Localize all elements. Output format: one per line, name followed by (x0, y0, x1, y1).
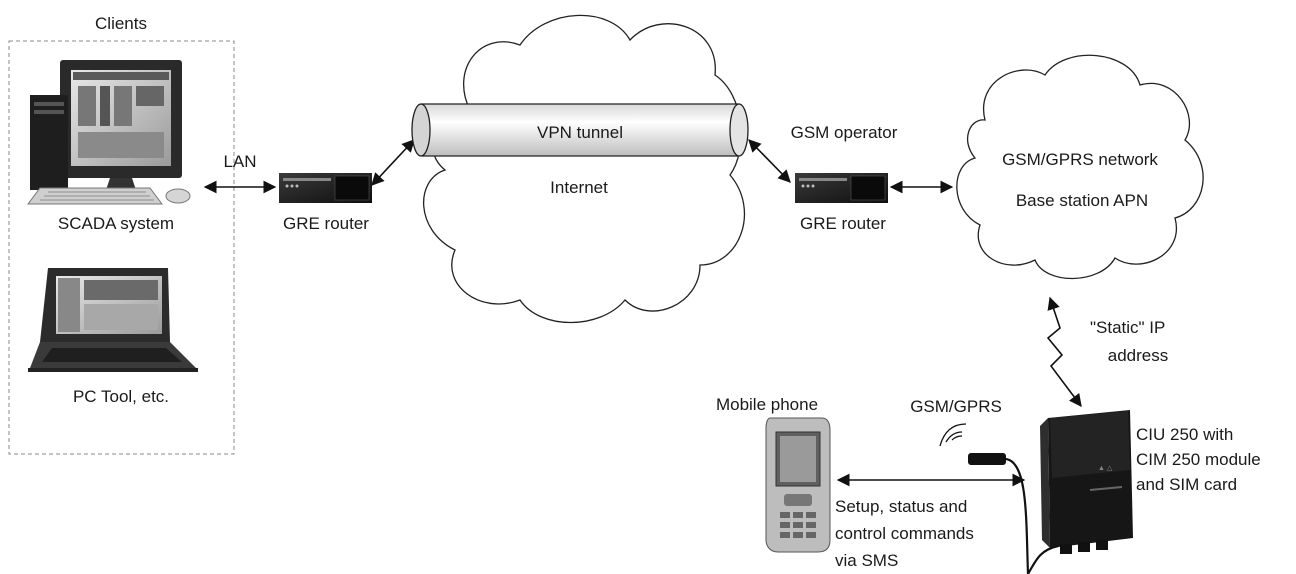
ciu-line2: CIM 250 module (1136, 450, 1261, 469)
vpn-tunnel-label: VPN tunnel (537, 123, 623, 142)
sms-line3: via SMS (835, 551, 898, 570)
ciu-line3: and SIM card (1136, 475, 1237, 494)
desktop-computer-icon (27, 60, 191, 205)
tunnel-right-router-arrow (748, 139, 791, 183)
mobile-phone-label: Mobile phone (716, 395, 818, 414)
gsm-gprs-label: GSM/GPRS (910, 397, 1002, 416)
sms-line1: Setup, status and (835, 497, 967, 516)
left-router-label: GRE router (283, 214, 369, 233)
signal-waves-icon (939, 423, 967, 447)
static-ip-wireless-link (1046, 296, 1082, 408)
left-gre-router-icon (279, 173, 372, 203)
pctool-label: PC Tool, etc. (73, 387, 169, 406)
gsm-network-line1: GSM/GPRS network (1002, 150, 1158, 169)
clients-group: Clients SCADA system (8, 14, 235, 455)
static-ip-line1: "Static" IP (1090, 318, 1165, 337)
mobile-phone-icon (765, 417, 831, 553)
lan-label: LAN (223, 152, 256, 171)
gsm-operator-label: GSM operator (791, 123, 898, 142)
internet-label: Internet (550, 178, 608, 197)
ciu-line1: CIU 250 with (1136, 425, 1233, 444)
vpn-tunnel (411, 103, 749, 157)
gsm-antenna-icon (968, 453, 1059, 574)
ciu-250-device-icon: ▲ △ (1040, 410, 1133, 554)
svg-text:▲ △: ▲ △ (1098, 465, 1113, 472)
right-gre-router-icon (795, 173, 888, 203)
clients-box (8, 40, 235, 455)
static-ip-line2: address (1108, 346, 1168, 365)
internet-cloud (423, 14, 746, 324)
laptop-icon (28, 268, 198, 372)
scada-label: SCADA system (58, 214, 174, 233)
gsm-network-line2: Base station APN (1016, 191, 1148, 210)
clients-title: Clients (95, 14, 147, 33)
gsm-network-cloud (956, 54, 1204, 280)
right-router-label: GRE router (800, 214, 886, 233)
left-router-tunnel-arrow (371, 139, 415, 186)
sms-line2: control commands (835, 524, 974, 543)
